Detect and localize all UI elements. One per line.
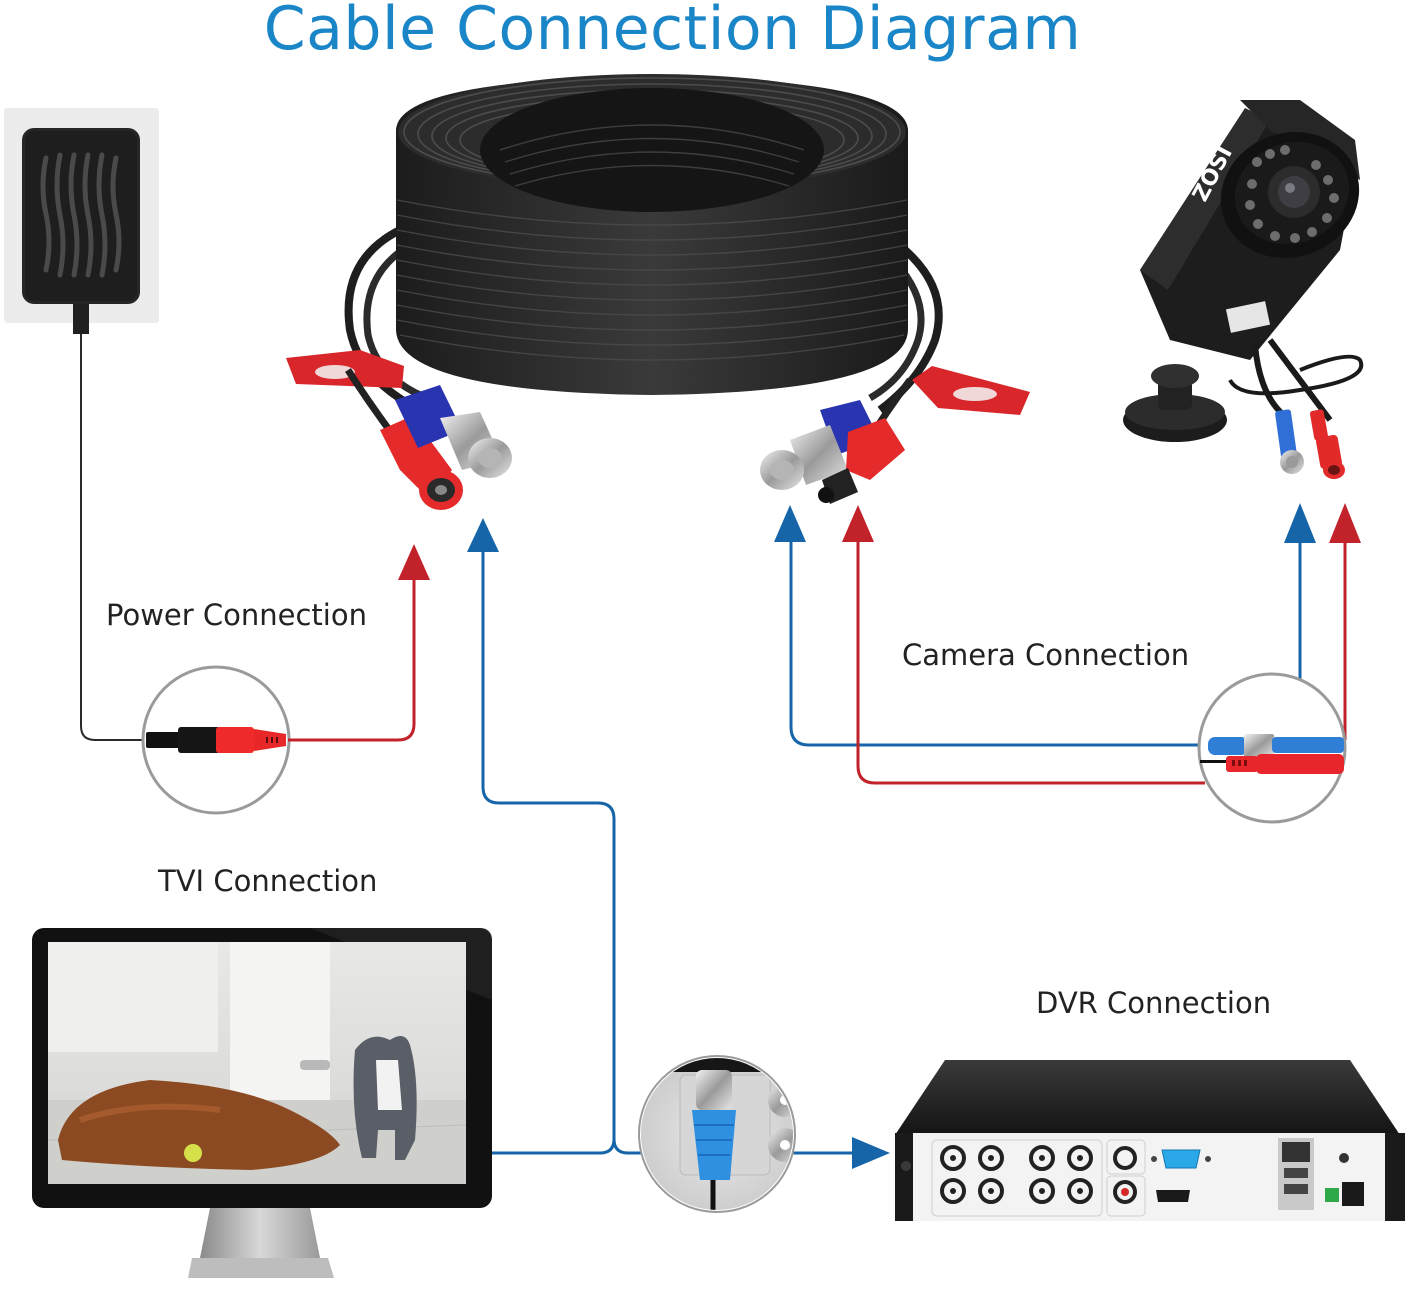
power-line (288, 572, 416, 742)
cable-right-end (760, 366, 1030, 504)
camera-video-line (789, 540, 1205, 747)
monitor-screen-image (48, 942, 466, 1184)
diagram-title: Cable Connection Diagram (263, 0, 1082, 64)
adapter-wire (80, 334, 150, 741)
power-adapter (4, 108, 159, 334)
video-line-junction (612, 1138, 648, 1155)
security-camera: ZOSI (1123, 100, 1364, 479)
camera-power-line (856, 540, 1205, 785)
tvi-connection-label: TVI Connection (158, 864, 378, 898)
arrow-right-icon (852, 1137, 890, 1169)
arrow-up-icon (398, 544, 430, 580)
bnc-ports (940, 1145, 1093, 1204)
monitor (32, 928, 492, 1278)
cable-left-end (286, 350, 512, 510)
dvr-connection-label: DVR Connection (1036, 986, 1272, 1020)
arrow-up-icon (1284, 503, 1316, 543)
power-connection-label: Power Connection (106, 598, 367, 632)
arrow-up-icon (1329, 503, 1361, 543)
camera-connection-label: Camera Connection (902, 638, 1190, 672)
arrow-up-icon (774, 505, 806, 542)
arrow-up-icon (842, 505, 874, 542)
bnc-cable-coil (344, 74, 943, 414)
arrow-up-icon (467, 518, 499, 552)
vent-slots-icon (40, 152, 122, 278)
dvr (895, 1060, 1405, 1221)
dvr-connector-zoom (638, 1055, 796, 1213)
camera-connector-zoom (1197, 672, 1347, 824)
video-line-monitor (481, 548, 616, 1155)
power-connector-zoom (141, 665, 291, 815)
